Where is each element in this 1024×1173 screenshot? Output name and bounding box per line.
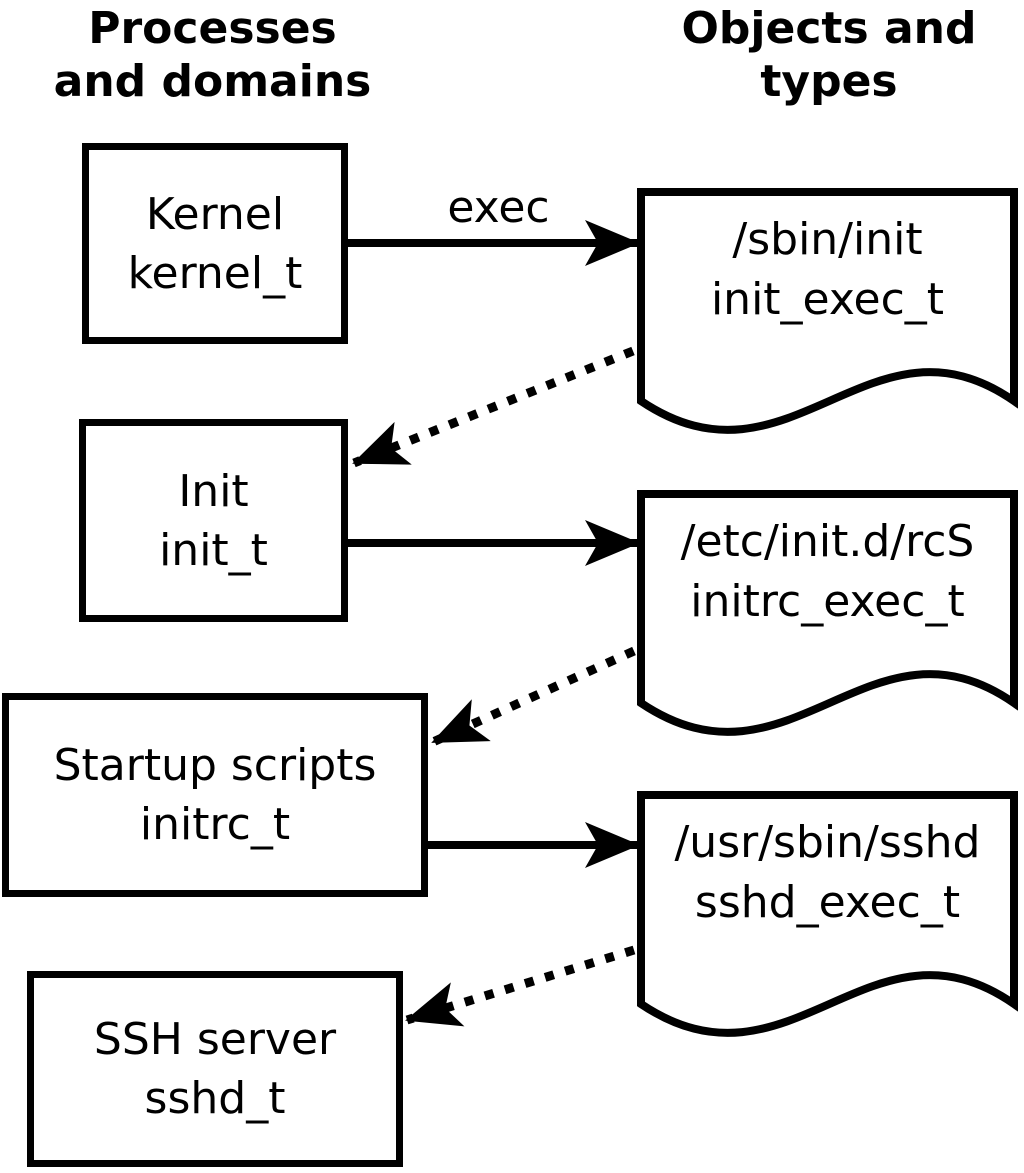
document-label-initrc-exec: /etc/init.d/rcS initrc_exec_t	[637, 512, 1018, 632]
process-box-startup-scripts: Startup scripts initrc_t	[2, 693, 428, 897]
object-type-label: sshd_exec_t	[694, 877, 961, 928]
column-header-objects-line2: types	[760, 56, 898, 107]
process-name: Kernel	[145, 188, 285, 240]
process-box-ssh-server: SSH server sshd_t	[27, 971, 403, 1167]
object-path: /usr/sbin/sshd	[674, 817, 981, 868]
process-name: SSH server	[93, 1014, 337, 1065]
column-header-objects: Objects and types	[633, 2, 1024, 108]
process-box-init: Init init_t	[79, 419, 348, 622]
process-name: Init	[178, 465, 249, 517]
column-header-processes-line2: and domains	[53, 56, 372, 107]
object-type-label: initrc_exec_t	[690, 576, 965, 627]
process-name: Startup scripts	[53, 740, 377, 791]
object-type-label: init_exec_t	[710, 274, 945, 325]
process-box-kernel: Kernel kernel_t	[82, 143, 348, 344]
document-shape-initrc-exec	[637, 490, 1018, 736]
object-path: /etc/init.d/rcS	[680, 516, 975, 567]
transition-arrow-sshd-exec-to-sshd	[405, 945, 636, 1027]
transition-arrow-initrc-exec-to-initrc	[431, 646, 636, 747]
transition-arrow-init-exec-to-init	[352, 346, 635, 468]
column-header-objects-line1: Objects and	[681, 3, 977, 54]
document-label-init-exec: /sbin/init init_exec_t	[637, 210, 1018, 330]
document-shape-sshd-exec	[637, 791, 1018, 1037]
domain-type-label: kernel_t	[127, 247, 303, 299]
document-shape-init-exec	[637, 188, 1018, 434]
domain-type-label: init_t	[159, 524, 268, 576]
domain-type-label: initrc_t	[139, 799, 291, 850]
object-path: /sbin/init	[732, 214, 923, 265]
column-header-processes: Processes and domains	[15, 2, 410, 108]
document-label-sshd-exec: /usr/sbin/sshd sshd_exec_t	[637, 813, 1018, 933]
exec-edge-label: exec	[447, 182, 550, 233]
column-header-processes-line1: Processes	[88, 3, 337, 54]
domain-type-label: sshd_t	[144, 1073, 286, 1124]
